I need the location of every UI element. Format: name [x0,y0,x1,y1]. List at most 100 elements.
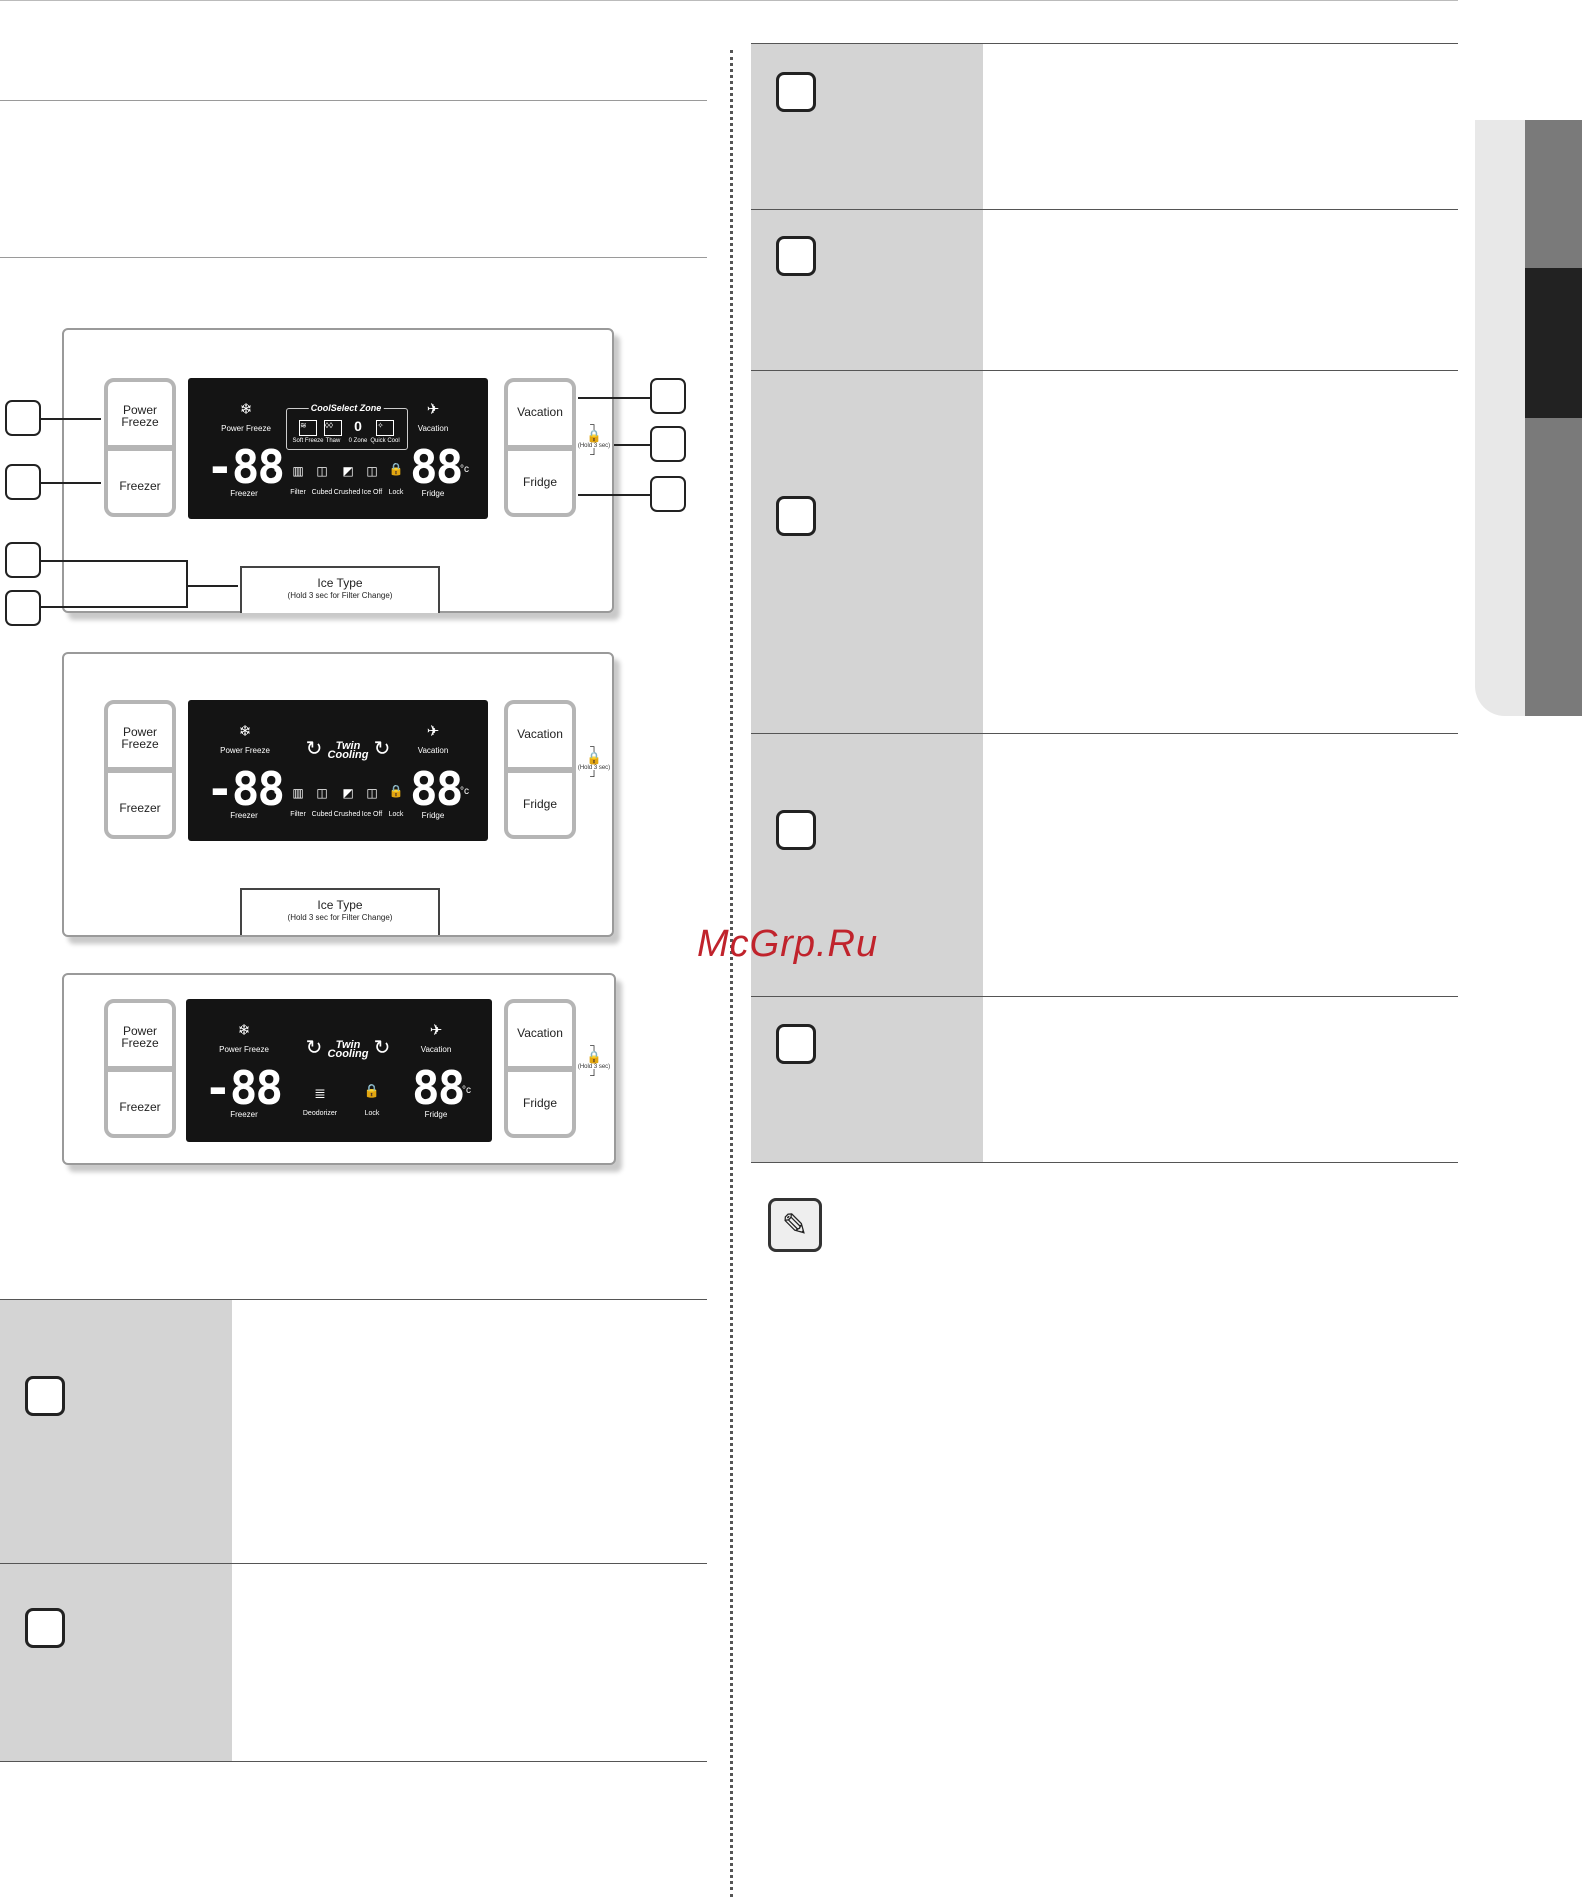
zero-zone-label: 0 Zone [348,438,368,444]
freezer-button[interactable]: Freezer [119,801,161,815]
ice-type-sublabel: (Hold 3 sec for Filter Change) [287,591,393,600]
vacation-indicator: Vacation [420,1045,452,1054]
cubed-label: Cubed [311,811,333,818]
fridge-button[interactable]: Fridge [522,475,557,489]
watermark: McGrp.Ru [697,923,879,965]
fridge-button-group: Vacation Fridge [504,700,576,839]
leader-line [186,585,238,587]
fridge-button-group: Vacation Fridge [504,999,576,1138]
power-freeze-button[interactable]: Power Freeze [121,403,159,429]
control-panel-3: Power Freeze Freezer ❄ Power Freeze ↻ Tw… [62,973,616,1165]
soft-freeze-icon: ≋ [299,420,317,436]
fridge-indicator: Fridge [421,811,445,820]
cubed-icon: ◫ [316,786,328,800]
table-rule [751,996,1458,997]
freezer-temp-digits: -88 [206,762,285,816]
freezer-temp-digits: -88 [206,440,285,494]
hold-3-sec-label: (Hold 3 sec) [577,1064,611,1070]
power-freeze-indicator: Power Freeze [220,746,270,755]
cubed-icon: ◫ [316,464,328,478]
freezer-button[interactable]: Freezer [119,479,161,493]
item-number-box [776,810,816,850]
table-label-cell-5 [751,371,983,733]
twin-cooling-left-icon: ↻ [305,738,323,760]
filter-icon: ▥ [292,786,304,800]
fridge-temp-digits: 88 [410,762,463,816]
crushed-label: Crushed [333,489,361,496]
item-number-box [776,72,816,112]
hold-3-sec-label: (Hold 3 sec) [577,765,611,771]
vacation-button[interactable]: Vacation [517,727,563,741]
lock-label: Lock [364,1110,380,1117]
callout-box [5,590,41,626]
callout-box [5,542,41,578]
column-divider [730,50,733,1897]
leader-line [41,606,187,608]
lock-hint-icon: 🔒 [586,429,602,443]
vacation-icon: ✈ [429,1022,443,1039]
freezer-button-group: Power Freeze Freezer [104,378,176,517]
leader-line [614,444,650,446]
ice-type-label: Ice Type [317,898,363,912]
coolselect-zone-title: CoolSelect Zone [308,403,384,413]
deodorizer-icon: ≣ [314,1085,326,1101]
cubed-label: Cubed [311,489,333,496]
leader-line [41,482,101,484]
section-rule-1 [0,100,707,101]
quick-cool-label: Quick Cool [370,438,400,444]
lock-label: Lock [388,811,404,818]
power-freeze-indicator: Power Freeze [221,424,271,433]
callout-box [650,426,686,462]
crushed-label: Crushed [333,811,361,818]
item-number-box [776,236,816,276]
freezer-indicator: Freezer [230,811,258,820]
filter-label: Filter [290,811,306,818]
callout-box [650,378,686,414]
callout-box [650,476,686,512]
side-tab-gray-top [1525,120,1582,268]
freezer-unit: °c [270,786,279,797]
vacation-button[interactable]: Vacation [517,1026,563,1040]
lock-icon: 🔒 [388,462,404,476]
twin-cooling-right-icon: ↻ [373,738,391,760]
callout-box [5,464,41,500]
power-freeze-button[interactable]: Power Freeze [121,725,159,751]
freezer-indicator: Freezer [230,489,258,498]
freezer-indicator: Freezer [230,1110,258,1119]
item-number-box [776,496,816,536]
ice-off-label: Ice Off [361,489,383,496]
control-panel-2: Power Freeze Freezer ❄ Power Freeze ↻ Tw… [62,652,614,937]
power-freeze-button[interactable]: Power Freeze [121,1024,159,1050]
snowflake-icon: ❄ [239,401,253,418]
fridge-button[interactable]: Fridge [522,1096,557,1110]
vacation-indicator: Vacation [417,746,449,755]
power-freeze-indicator: Power Freeze [219,1045,269,1054]
ice-type-button[interactable]: Ice Type (Hold 3 sec for Filter Change) [240,566,440,613]
fridge-indicator: Fridge [421,489,445,498]
table-label-cell-1 [0,1300,232,1563]
ice-off-label: Ice Off [361,811,383,818]
filter-icon: ▥ [292,464,304,478]
side-tab-gray-bottom [1525,418,1582,716]
freezer-button-group: Power Freeze Freezer [104,700,176,839]
note-icon: ✎ [768,1198,822,1252]
freezer-temp-digits: -88 [204,1061,283,1115]
freezer-button[interactable]: Freezer [119,1100,161,1114]
leader-line [578,397,650,399]
vacation-button[interactable]: Vacation [517,405,563,419]
thaw-label: Thaw [325,438,341,444]
fridge-button[interactable]: Fridge [522,797,557,811]
ice-type-label: Ice Type [317,576,363,590]
table-rule [0,1299,707,1300]
control-panel-1: Power Freeze Freezer ❄ Power Freeze Cool… [62,328,614,613]
ice-off-icon: ◫ [366,786,378,800]
ice-type-button[interactable]: Ice Type (Hold 3 sec for Filter Change) [240,888,440,935]
freezer-button-group: Power Freeze Freezer [104,999,176,1138]
fridge-temp-digits: 88 [412,1061,465,1115]
table-label-cell-3 [751,44,983,209]
vacation-indicator: Vacation [417,424,449,433]
leader-line [41,560,187,562]
side-tab-active [1525,268,1582,418]
